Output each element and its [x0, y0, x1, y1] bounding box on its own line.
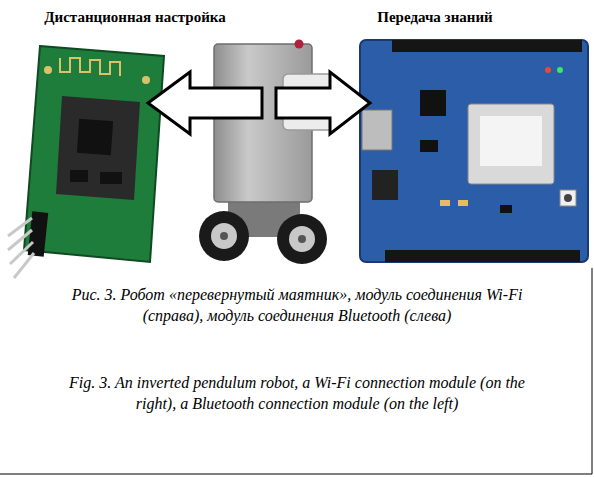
- frame-line: [0, 474, 592, 475]
- heading-label: Передача знаний: [377, 9, 492, 26]
- hollow-arrow: [148, 72, 262, 134]
- figure-caption: Рис. 3. Робот «перевернутый маятник», мо…: [52, 284, 542, 326]
- inverted-pendulum-robot: [199, 40, 333, 265]
- bluetooth-module: [8, 46, 164, 278]
- hollow-arrow: [276, 72, 370, 134]
- figure-caption: Fig. 3. An inverted pendulum robot, a Wi…: [52, 372, 542, 414]
- heading-label: Дистанционная настройка: [44, 9, 226, 26]
- frame-line: [592, 268, 593, 474]
- wifi-module: [360, 40, 588, 262]
